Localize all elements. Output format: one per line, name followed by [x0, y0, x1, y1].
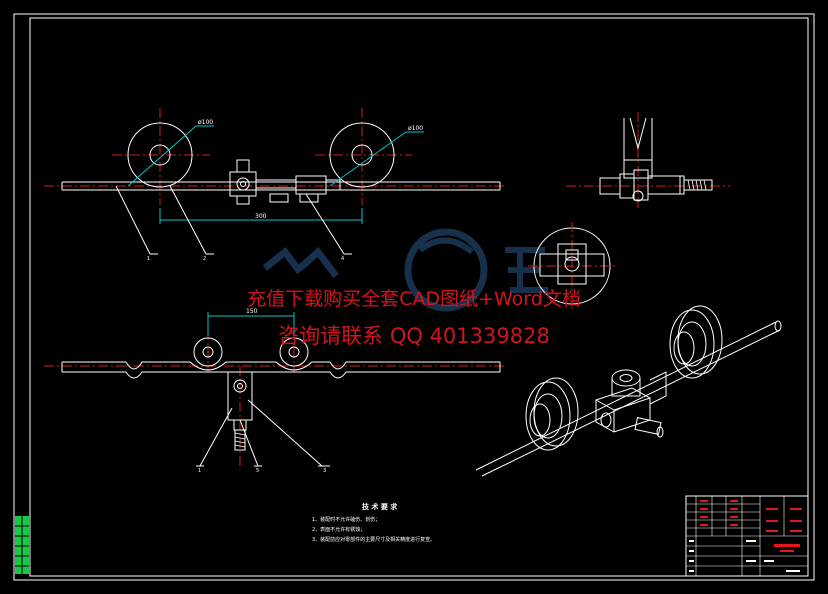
watermark-line-2: 咨询请联系 QQ 401339828	[278, 324, 550, 348]
bottom-callout-1: 1	[198, 468, 201, 474]
bottom-span: 150	[246, 308, 258, 315]
section-detail	[528, 222, 618, 310]
side-view	[566, 112, 730, 208]
watermark-logo	[262, 228, 548, 312]
front-callout-4: 4	[341, 256, 344, 262]
front-callout-2: 2	[203, 256, 206, 262]
bottom-callout-3: 3	[323, 468, 326, 474]
watermark-line-1: 充值下载购买全套CAD图纸+Word文档	[247, 288, 581, 310]
tech-requirements-title: 技 术 要 求	[362, 503, 398, 511]
title-block	[685, 495, 809, 577]
bottom-callout-5: 5	[256, 468, 259, 474]
tech-requirement-1: 1、装配时不允许磕伤、划伤；	[312, 517, 381, 523]
front-dia-2: ø100	[408, 125, 423, 132]
tech-requirement-2: 2、表面不允许有锈蚀；	[312, 527, 366, 533]
binding-margin-stamp	[15, 516, 29, 574]
front-span: 300	[255, 213, 267, 220]
tech-requirement-3: 3、装配前应对零部件的主要尺寸及相关精度进行复查。	[312, 537, 436, 543]
bottom-view: 150 1 5 3	[44, 308, 506, 474]
front-view: ø100 ø100 300 1 2 4	[44, 108, 506, 262]
front-callout-1: 1	[147, 256, 150, 262]
front-dia-1: ø100	[198, 119, 213, 126]
isometric-view	[475, 305, 782, 477]
drawing-frame	[13, 13, 815, 581]
